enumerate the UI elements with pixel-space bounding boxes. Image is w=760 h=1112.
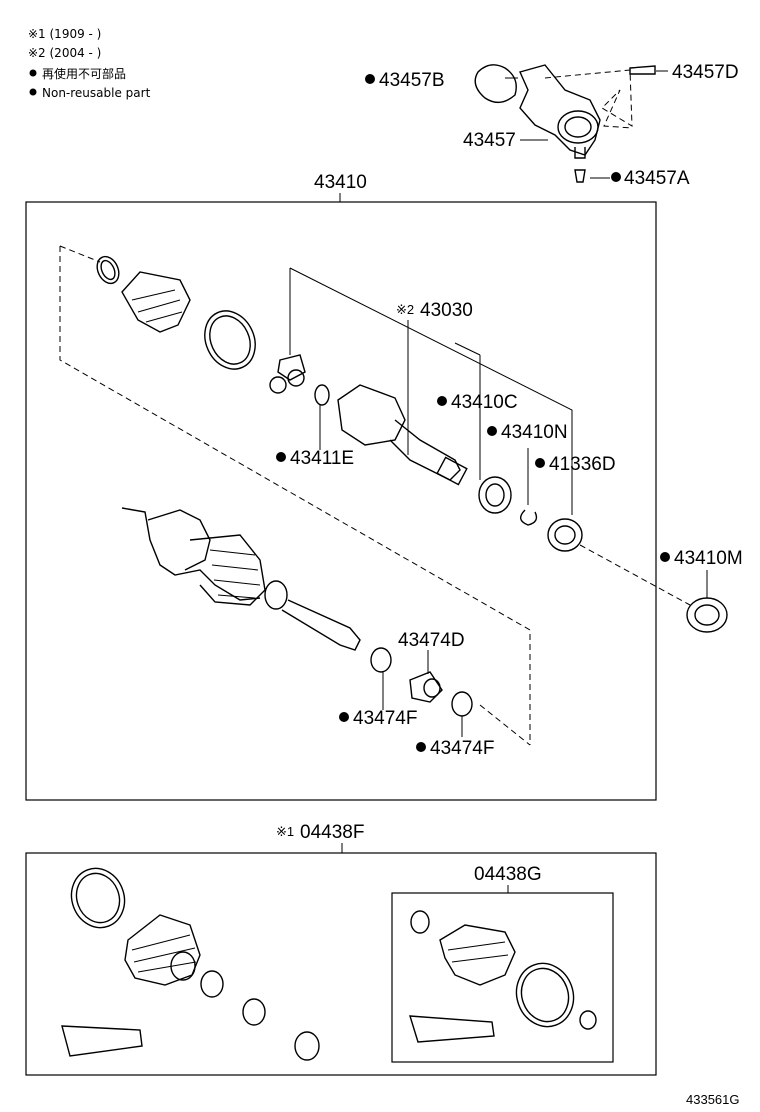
nonreusable-icon (437, 396, 447, 406)
legend-nonreusable-jp: 再使用不可部品 (42, 66, 126, 81)
label-43410N: 43410N (501, 422, 568, 443)
bearing-bracket-illustration (474, 64, 668, 183)
label-43410: 43410 (314, 172, 367, 193)
nonreusable-icon (611, 172, 621, 182)
label-43030-mark: ※2 (396, 302, 414, 317)
label-04438F-mark: ※1 (276, 824, 294, 839)
legend-note-2: ※2 (2004 - ) (28, 46, 101, 60)
legend-note-1: ※1 (1909 - ) (28, 27, 101, 41)
nonreusable-icon (535, 458, 545, 468)
boot-kit-small-illustration (409, 910, 597, 1043)
label-43410M: 43410M (674, 548, 743, 569)
label-43474D: 43474D (398, 630, 465, 651)
label-43030: 43030 (420, 300, 473, 321)
label-43457B: 43457B (379, 70, 445, 91)
nonreusable-icon (660, 552, 670, 562)
diagram-id: 433561G (686, 1092, 740, 1107)
label-43457: 43457 (463, 130, 516, 151)
nonreusable-icon (365, 74, 375, 84)
boot-kit-illustration (61, 867, 320, 1061)
label-43457D: 43457D (672, 62, 739, 83)
kit-box-04438G (391, 892, 614, 1063)
nonreusable-icon (339, 712, 349, 722)
nonreusable-icon (416, 742, 426, 752)
nonreusable-icon (487, 426, 497, 436)
kit-box-04438F (25, 852, 657, 1076)
bullet-icon (29, 88, 37, 96)
label-41336D: 41336D (549, 454, 616, 475)
drive-shaft-illustration (59, 245, 728, 746)
bullet-icon (29, 69, 37, 77)
assembly-box-43410 (25, 201, 657, 801)
label-43410C: 43410C (451, 392, 518, 413)
label-04438F: 04438F (300, 822, 364, 843)
legend: ※1 (1909 - ) ※2 (2004 - ) 再使用不可部品 Non-re… (28, 27, 151, 100)
legend-nonreusable-en: Non-reusable part (42, 86, 151, 100)
nonreusable-icon (276, 452, 286, 462)
label-04438G: 04438G (474, 864, 542, 885)
label-43411E: 43411E (290, 448, 354, 469)
label-43474F-b: 43474F (430, 738, 494, 759)
label-43474F-a: 43474F (353, 708, 417, 729)
label-43457A: 43457A (624, 168, 690, 189)
